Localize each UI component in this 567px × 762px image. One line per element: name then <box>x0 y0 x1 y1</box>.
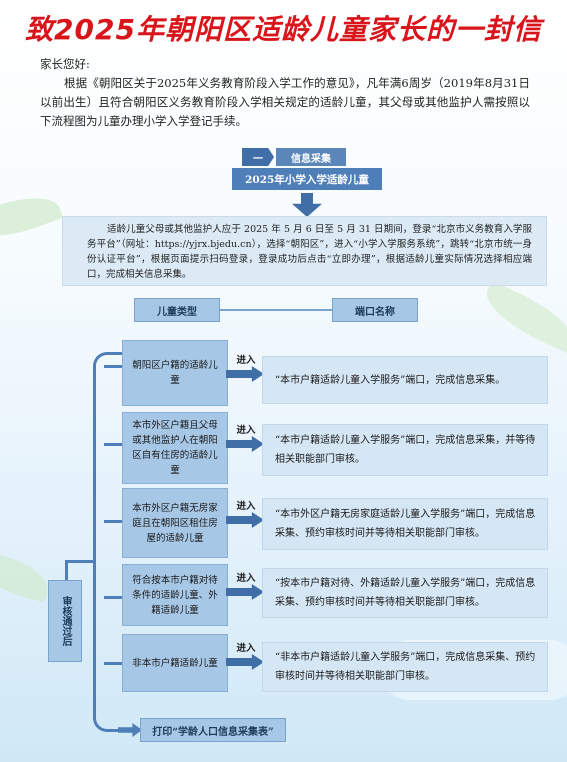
enter-label: 进入 <box>236 354 256 366</box>
category-box: 朝阳区户籍的适龄儿童 <box>122 340 228 406</box>
right-arrow-icon <box>226 654 264 670</box>
category-box: 本市外区户籍无房家庭且在朝阳区租住房屋的适龄儿童 <box>122 488 228 558</box>
intro-paragraph: 根据《朝阳区关于2025年义务教育阶段入学工作的意见》，凡年满6周岁（2019年… <box>40 76 530 128</box>
leaf-decoration <box>0 551 54 603</box>
step-tag: 信息采集 <box>276 148 346 166</box>
step-description: 适龄儿童父母或其他监护人应于 2025 年 5 月 6 日至 5 月 31 日期… <box>62 216 547 286</box>
category-box: 符合按本市户籍对待条件的适龄儿童、外籍适龄儿童 <box>122 564 228 626</box>
bracket-tick <box>104 596 126 599</box>
print-form-box: 打印“学龄人口信息采集表” <box>140 718 286 742</box>
port-box: “按本市户籍对待、外籍适龄儿童入学服务”端口，完成信息采集、预约审核时间并等待相… <box>262 568 548 618</box>
port-box: “非本市户籍适龄儿童入学服务”端口，完成信息采集、预约审核时间并等待相关职能部门… <box>262 642 548 692</box>
flow-bracket <box>93 352 125 732</box>
bracket-tick <box>104 443 126 446</box>
port-box: “本市户籍适龄儿童入学服务”端口，完成信息采集，并等待相关职能部门审核。 <box>262 424 548 476</box>
bracket-tick <box>104 365 126 368</box>
step-number-badge: 一 <box>242 148 274 166</box>
enter-label: 进入 <box>236 424 256 436</box>
enter-label: 进入 <box>236 642 256 654</box>
enter-label: 进入 <box>236 572 256 584</box>
enter-label: 进入 <box>236 500 256 512</box>
category-box: 非本市户籍适龄儿童 <box>122 634 228 692</box>
leaf-decoration <box>477 280 567 354</box>
step-heading: 2025年小学入学适龄儿童 <box>232 168 382 190</box>
right-arrow-icon <box>226 512 264 528</box>
down-arrow-icon <box>292 193 322 217</box>
review-passed-label: 审核通过后 <box>48 580 82 662</box>
review-connector <box>65 560 95 563</box>
port-box: “本市外区户籍无房家庭适龄儿童入学服务”端口，完成信息采集、预约审核时间并等待相… <box>262 498 548 550</box>
bracket-tick <box>104 520 126 523</box>
bracket-tick <box>104 662 126 665</box>
review-connector <box>65 560 68 580</box>
port-column-header: 端口名称 <box>332 298 418 322</box>
right-arrow-icon <box>226 436 264 452</box>
greeting: 家长您好: <box>40 57 90 71</box>
right-arrow-icon <box>226 584 264 600</box>
page-title: 致2025年朝阳区适龄儿童家长的一封信 <box>25 13 542 46</box>
right-arrow-icon <box>226 366 264 382</box>
port-box: “本市户籍适龄儿童入学服务”端口，完成信息采集。 <box>262 356 548 404</box>
category-column-header: 儿童类型 <box>134 298 220 322</box>
leaf-decoration <box>0 185 64 249</box>
header-connector <box>220 309 332 311</box>
category-box: 本市外区户籍且父母或其他监护人在朝阳区自有住房的适龄儿童 <box>122 412 228 484</box>
